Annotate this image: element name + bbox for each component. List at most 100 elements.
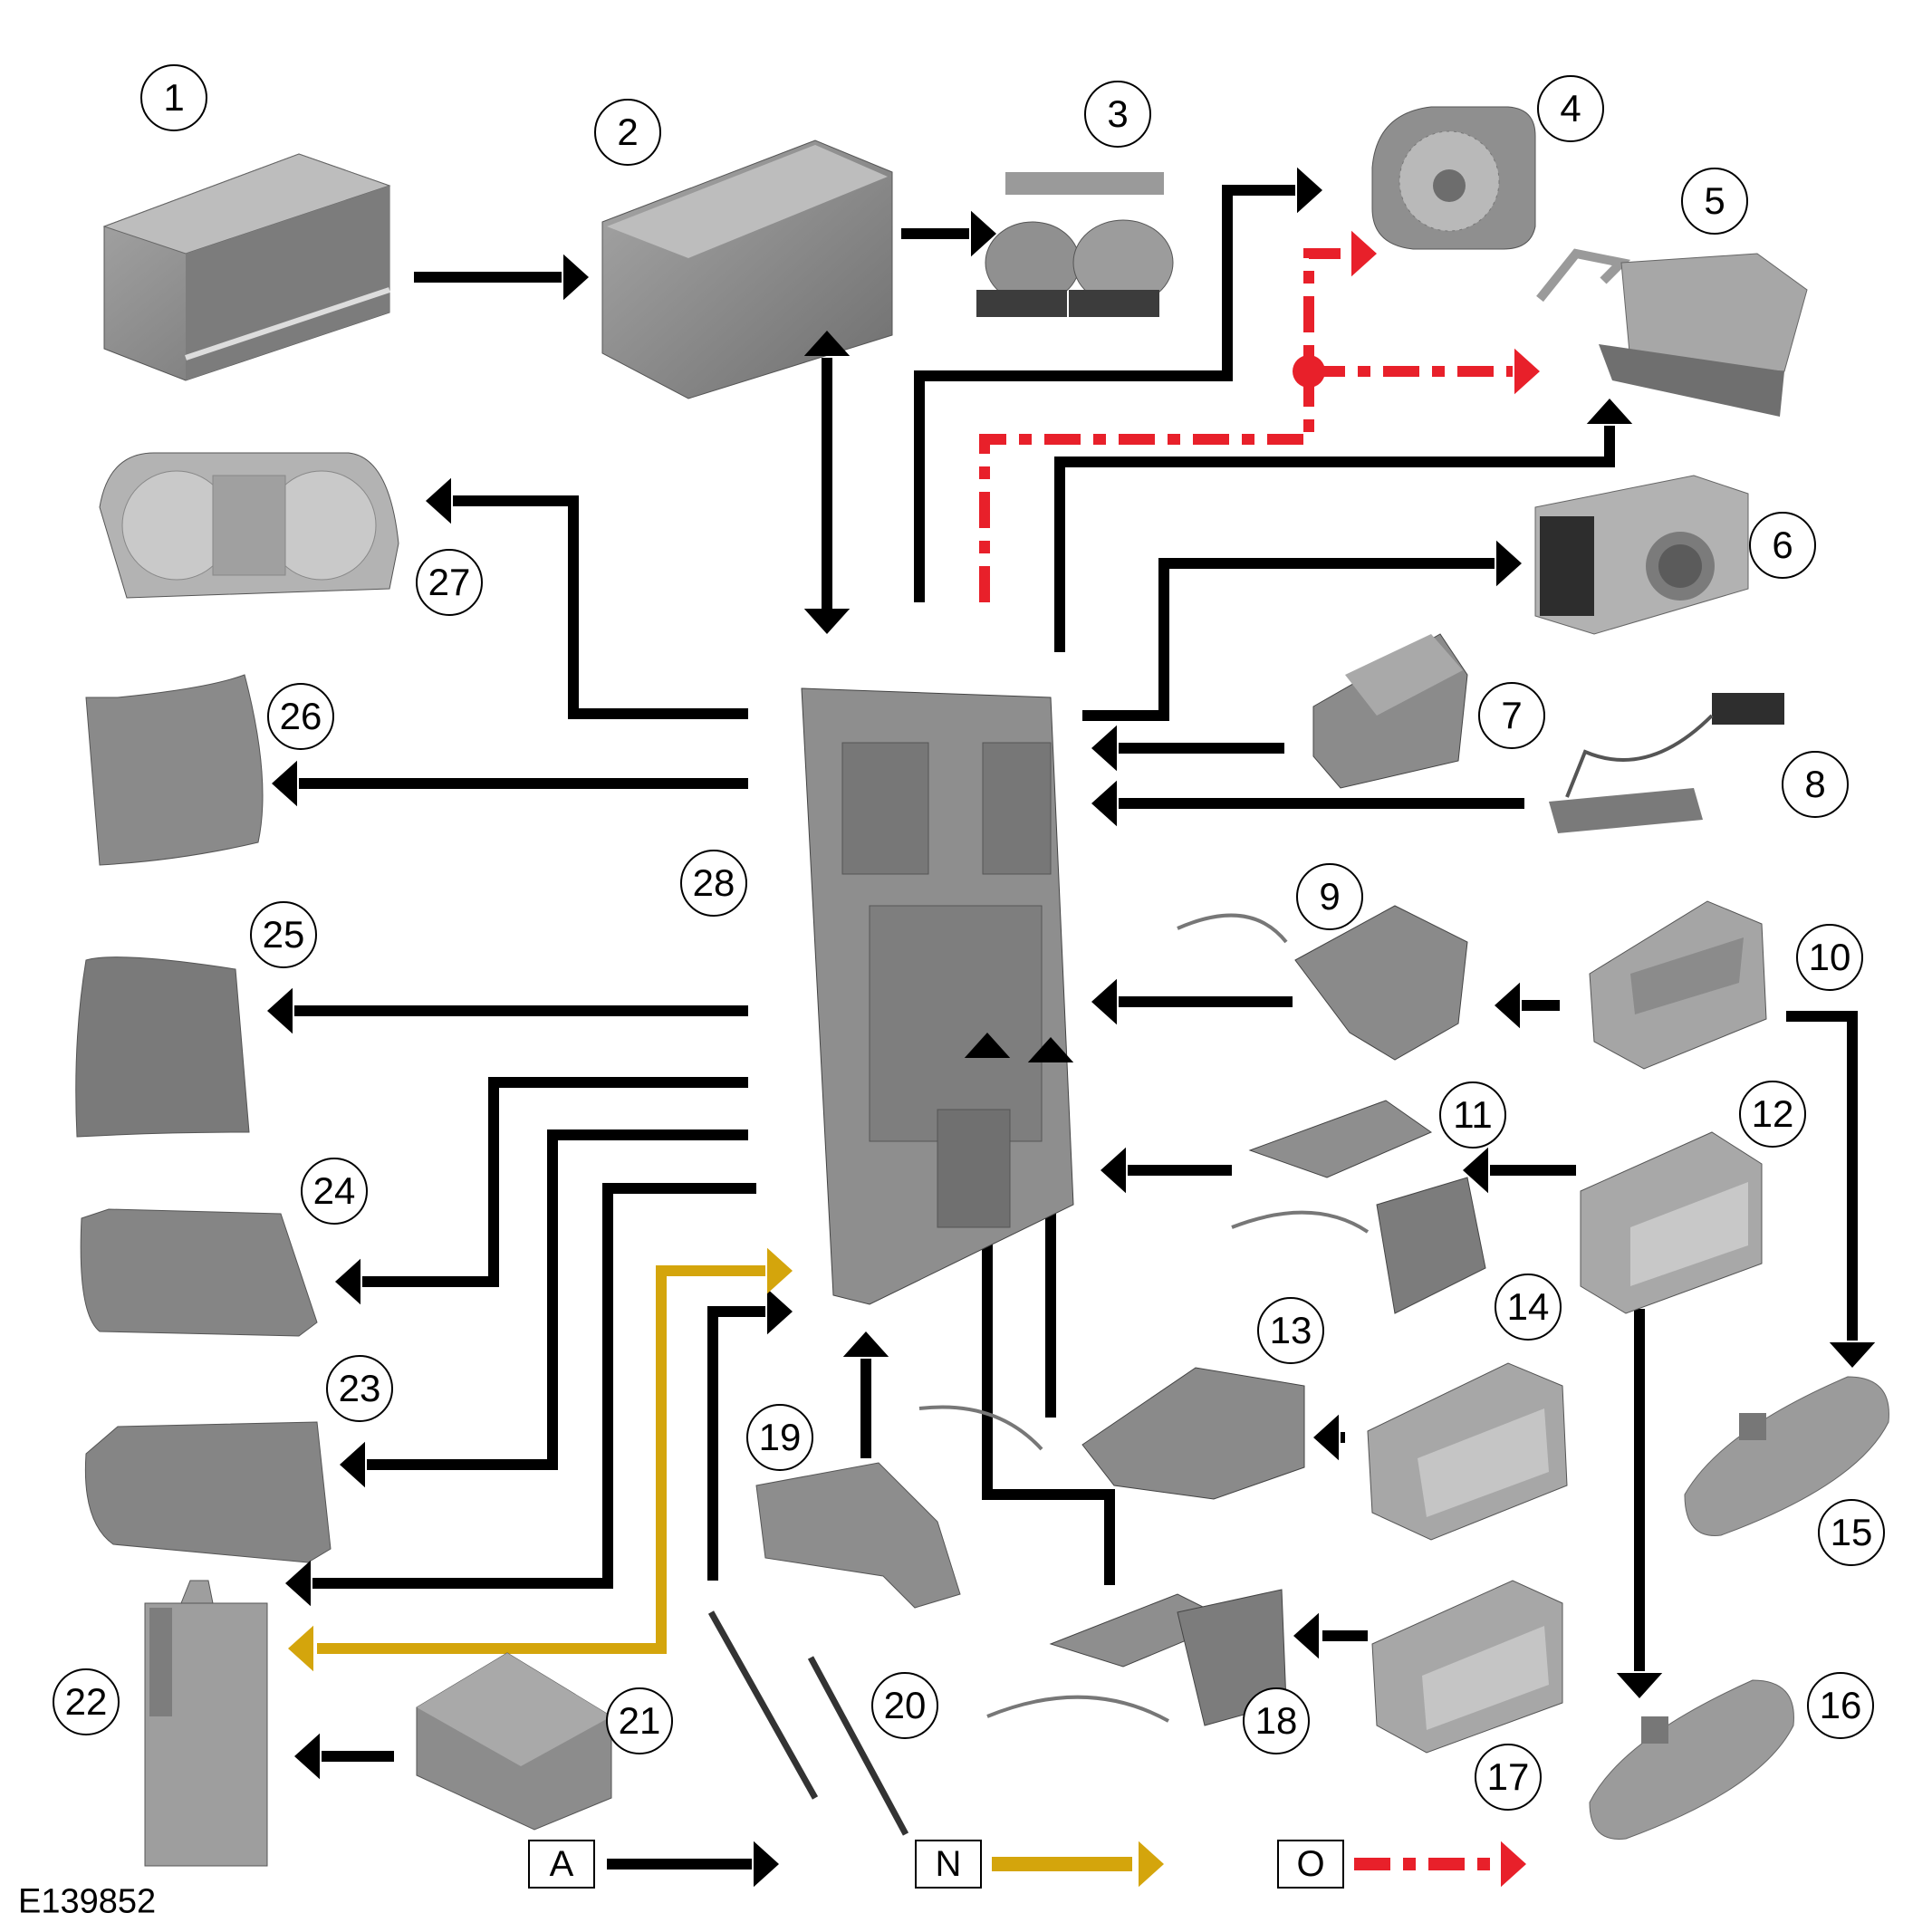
- component-2-fuse-box: [601, 139, 893, 399]
- wire-2-to-28-head-down: [803, 609, 851, 634]
- wire-18-to-28-head: [964, 1033, 1011, 1058]
- callout-4: 4: [1537, 75, 1604, 142]
- component-15-mirror-lamp: [1684, 1376, 1889, 1536]
- wire-28-to-27: [453, 495, 748, 719]
- wire-9-to-28-head: [1091, 978, 1117, 1025]
- wire-28-to-24: [362, 1077, 748, 1287]
- component-21-module: [416, 1652, 612, 1831]
- component-4-sounder: [1371, 106, 1536, 250]
- lin-bus-28-to-4: [979, 248, 1350, 602]
- component-18-door-latch: [986, 1589, 1287, 1726]
- component-17-door-module: [1371, 1580, 1563, 1754]
- callout-9: 9: [1296, 863, 1363, 930]
- callout-13: 13: [1257, 1297, 1324, 1364]
- callout-8: 8: [1782, 751, 1849, 818]
- wire-28-to-22: [312, 1183, 756, 1589]
- legend-arrow-o-head: [1501, 1841, 1526, 1888]
- wire-7-to-28-head: [1091, 725, 1117, 772]
- wire-28-to-5: [1054, 426, 1615, 652]
- callout-26: 26: [267, 683, 334, 750]
- legend-arrow-n-head: [1139, 1841, 1164, 1888]
- callout-21: 21: [606, 1687, 673, 1754]
- wire-10-to-15-head: [1829, 1342, 1876, 1368]
- wire-28-to-23: [367, 1129, 748, 1470]
- callout-25: 25: [250, 901, 317, 968]
- legend-arrow-a-head: [754, 1841, 779, 1888]
- wire-28-to-25-head: [267, 987, 293, 1034]
- callout-24: 24: [301, 1158, 368, 1225]
- callout-20: 20: [871, 1672, 938, 1739]
- wire-11-to-28-head: [1101, 1147, 1126, 1194]
- component-12-door-module: [1580, 1131, 1763, 1314]
- component-26-rear-lamp: [85, 674, 264, 866]
- component-3-horns: [976, 172, 1174, 317]
- legend-key-a: A: [528, 1840, 595, 1889]
- wire-10-to-15: [1786, 1011, 1858, 1341]
- component-8-switch: [1549, 693, 1784, 833]
- callout-12: 12: [1739, 1081, 1806, 1148]
- callout-1: 1: [140, 64, 207, 131]
- callout-18: 18: [1243, 1687, 1310, 1754]
- callout-2: 2: [594, 99, 661, 166]
- figure-id: E139852: [18, 1882, 157, 1921]
- component-5-interior-module: [1536, 248, 1808, 417]
- component-20-gas-struts: [707, 1610, 909, 1836]
- callout-10: 10: [1796, 924, 1863, 991]
- component-25-rear-lamp: [75, 956, 250, 1138]
- callout-17: 17: [1475, 1744, 1542, 1811]
- wire-28-to-26-head: [272, 760, 297, 807]
- wire-28-to-4: [914, 185, 1295, 602]
- legend-key-o: O: [1277, 1840, 1344, 1889]
- wire-13-to-28-head: [1027, 1037, 1074, 1062]
- wire-28-to-4-head: [1297, 167, 1322, 214]
- component-10-door-module: [1589, 900, 1767, 1070]
- component-9-door-latch: [1177, 905, 1468, 1061]
- component-24-headlamp: [80, 1208, 318, 1337]
- callout-14: 14: [1495, 1274, 1562, 1341]
- can-bus-28-to-22-head: [288, 1625, 313, 1672]
- component-7-latch: [1312, 633, 1468, 789]
- callout-22: 22: [53, 1668, 120, 1735]
- callout-28: 28: [680, 850, 747, 917]
- callout-6: 6: [1749, 512, 1816, 579]
- wire-1-to-2-head: [563, 254, 589, 301]
- lin-bus-junction: [1293, 355, 1325, 388]
- component-11-door-latch: [1231, 1100, 1486, 1314]
- callout-7: 7: [1478, 682, 1545, 749]
- callout-15: 15: [1818, 1499, 1885, 1566]
- legend-key-n: N: [915, 1840, 982, 1889]
- wire-14-to-13-head: [1313, 1414, 1339, 1461]
- wire-2-to-3-head: [971, 210, 996, 257]
- wire-18-to-28: [982, 1060, 1115, 1585]
- wire-28-to-5-head: [1586, 399, 1633, 424]
- lin-bus-head-4: [1351, 230, 1377, 277]
- wire-28-to-23-head: [340, 1441, 365, 1488]
- wire-21-to-22-head: [294, 1733, 320, 1780]
- component-27-instrument-cluster: [99, 452, 399, 599]
- wire-20-to-28: [707, 1306, 765, 1581]
- wire-20-to-28-head: [767, 1288, 793, 1335]
- wire-17-to-18-head: [1293, 1612, 1319, 1659]
- wire-12-to-11-head: [1463, 1147, 1488, 1194]
- wire-8-to-28-head: [1091, 780, 1117, 827]
- component-28-body-control-module: [801, 687, 1074, 1305]
- wire-28-to-6-head: [1496, 540, 1522, 587]
- wire-28-to-24-head: [335, 1258, 360, 1305]
- lin-bus-head-5: [1514, 348, 1540, 395]
- callout-5: 5: [1681, 168, 1748, 235]
- component-22-module: [144, 1580, 268, 1867]
- component-6-camera: [1534, 475, 1749, 635]
- component-13-door-latch: [918, 1367, 1305, 1500]
- callout-3: 3: [1084, 81, 1151, 148]
- callout-27: 27: [416, 549, 483, 616]
- wire-12-to-16-head: [1616, 1673, 1663, 1698]
- callout-23: 23: [326, 1355, 393, 1422]
- callout-16: 16: [1807, 1672, 1874, 1739]
- wire-2-to-28-head-up: [803, 331, 851, 356]
- wire-10-to-9-head: [1495, 982, 1520, 1029]
- can-bus-28-to-22: [317, 1265, 765, 1654]
- can-bus-head-28: [767, 1247, 793, 1294]
- wire-28-to-22-head: [285, 1560, 311, 1607]
